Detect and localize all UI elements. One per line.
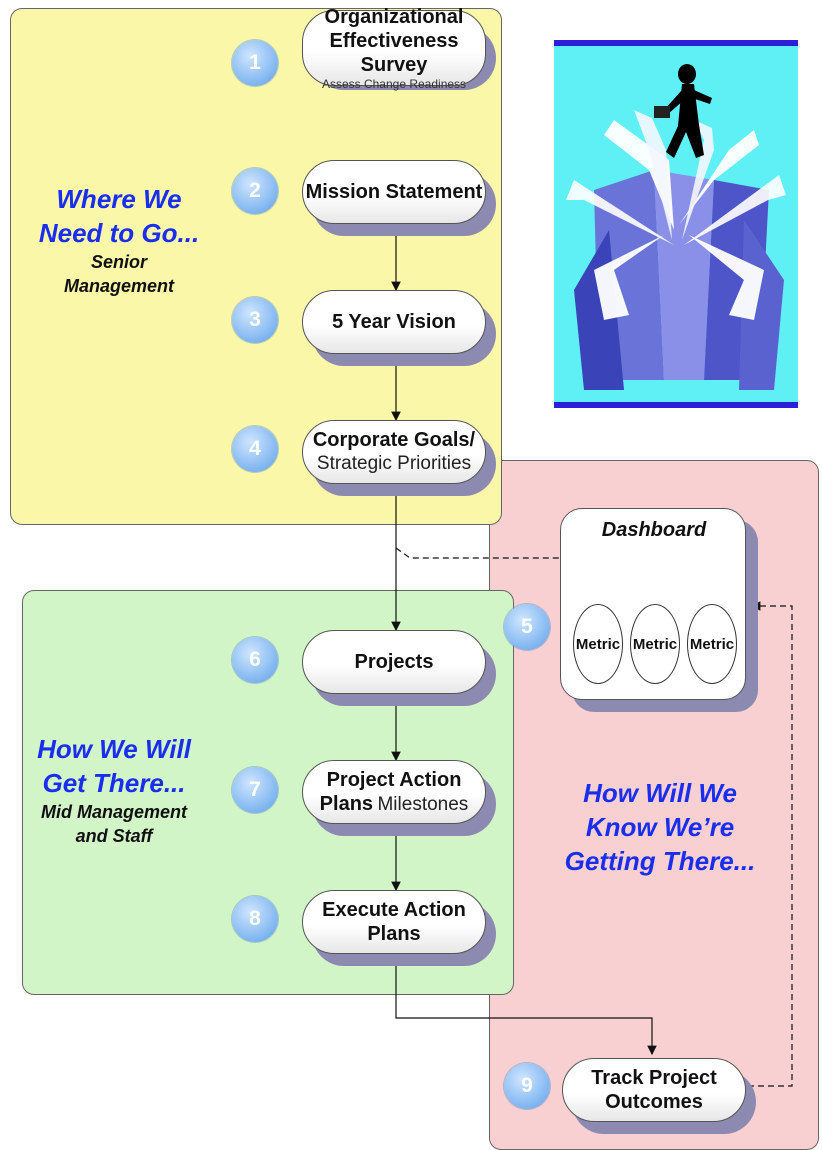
dashboard-title: Dashboard	[601, 519, 707, 541]
step-5-year-vision: 5 Year Vision	[302, 290, 496, 366]
step-corporate-goals: Corporate Goals/ Strategic Priorities	[302, 420, 496, 496]
step-number-badge: 5	[504, 604, 550, 650]
heading-subtitle-line1: Senior	[90, 252, 147, 272]
step-track-project-outcomes: Track Project Outcomes	[562, 1058, 756, 1134]
heading-title-line1: How Will We	[583, 778, 737, 808]
step-number-badge: 1	[232, 40, 278, 86]
dashboard-box: Dashboard Metric Metric Metric	[560, 508, 758, 712]
step-number-badge: 2	[232, 168, 278, 214]
heading-subtitle-line1: Mid Management	[40, 802, 187, 822]
step-number-badge: 7	[232, 767, 278, 813]
step-label: Outcomes	[605, 1091, 703, 1113]
metric-circle: Metric	[630, 604, 680, 684]
step-sublabel: Strategic Priorities	[316, 453, 472, 474]
heading-how-we-will-get-there: How We Will Get There... Mid Management …	[22, 732, 206, 848]
metric-circle: Metric	[573, 604, 623, 684]
step-label: Corporate Goals/	[312, 429, 476, 451]
heading-title-line2: Know We’re	[585, 812, 735, 842]
heading-subtitle-line2: and Staff	[75, 826, 153, 846]
step-label: Execute Action	[322, 899, 466, 921]
step-label: Track Project	[591, 1067, 717, 1089]
step-label: Projects	[354, 651, 434, 673]
step-execute-action-plans: Execute Action Plans	[302, 890, 496, 966]
step-label: Effectiveness Survey	[329, 29, 459, 76]
heading-title-line3: Getting There...	[564, 846, 756, 876]
step-label: Project Action	[326, 768, 462, 791]
step-organizational-effectiveness-survey: Organizational Effectiveness Survey Asse…	[302, 6, 496, 91]
step-project-action-plans: Project Action Plans Milestones	[302, 760, 496, 836]
step-label: 5 Year Vision	[332, 311, 456, 333]
heading-title-line2: Get There...	[42, 768, 186, 798]
step-label: Plans	[319, 792, 374, 815]
step-label: Mission Statement	[305, 181, 483, 203]
step-sublabel: Milestones	[377, 793, 469, 815]
heading-how-will-we-know: How Will We Know We’re Getting There...	[552, 776, 768, 878]
heading-title-line2: Need to Go...	[38, 218, 200, 248]
heading-title-line1: How We Will	[37, 734, 191, 764]
step-number-badge: 4	[232, 426, 278, 472]
step-number-badge: 8	[232, 896, 278, 942]
step-number-badge: 9	[504, 1063, 550, 1109]
heading-title-line1: Where We	[56, 184, 182, 214]
heading-subtitle-line2: Management	[63, 276, 175, 296]
step-sublabel: Assess Change Readiness	[321, 76, 467, 91]
step-mission-statement: Mission Statement	[302, 160, 496, 236]
person-running-on-arrows-icon	[554, 40, 798, 408]
metric-circle: Metric	[687, 604, 737, 684]
step-projects: Projects	[302, 630, 496, 706]
heading-where-we-need-to-go: Where We Need to Go... Senior Management	[24, 182, 214, 298]
step-number-badge: 6	[232, 637, 278, 683]
step-number-badge: 3	[232, 297, 278, 343]
step-label: Plans	[367, 923, 421, 945]
step-label: Organizational	[324, 5, 464, 28]
